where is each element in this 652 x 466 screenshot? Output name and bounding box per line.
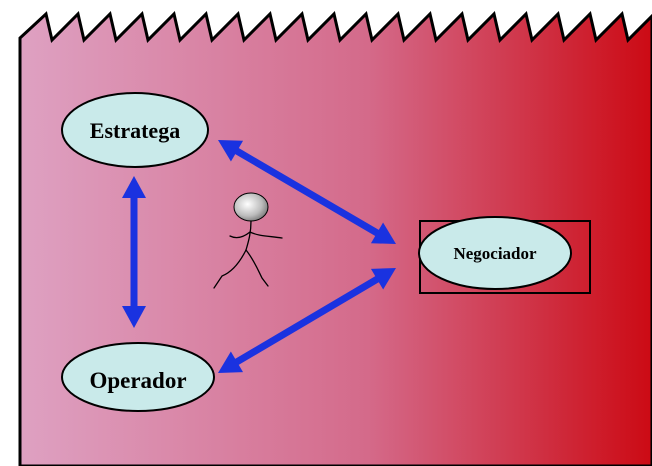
arrow-head-end: [370, 222, 396, 244]
node-estratega-ellipse: [61, 92, 209, 168]
arrow-head-end: [122, 306, 146, 328]
arrows-layer: [122, 140, 396, 373]
node-negociador-ellipse: [418, 216, 572, 290]
arrow-head-start: [218, 351, 244, 373]
node-operador: Operador: [61, 342, 215, 412]
arrow-estratega-operador: [122, 176, 146, 328]
node-operador-ellipse: [61, 342, 215, 412]
arrow-head-end: [370, 268, 396, 290]
node-negociador-label: Negociador: [453, 244, 537, 263]
arrow-shaft: [231, 274, 383, 367]
node-operador-label: Operador: [89, 368, 186, 393]
node-estratega-label: Estratega: [90, 118, 180, 143]
node-estratega: Estratega: [61, 92, 209, 168]
stick-figure-icon: [213, 192, 283, 289]
arrow-operador-negociador: [218, 268, 396, 373]
arrow-estratega-negociador: [218, 140, 396, 244]
node-negociador: Negociador: [418, 216, 572, 290]
arrow-shaft: [231, 146, 383, 238]
arrow-head-start: [218, 140, 244, 162]
arrow-head-start: [122, 176, 146, 198]
